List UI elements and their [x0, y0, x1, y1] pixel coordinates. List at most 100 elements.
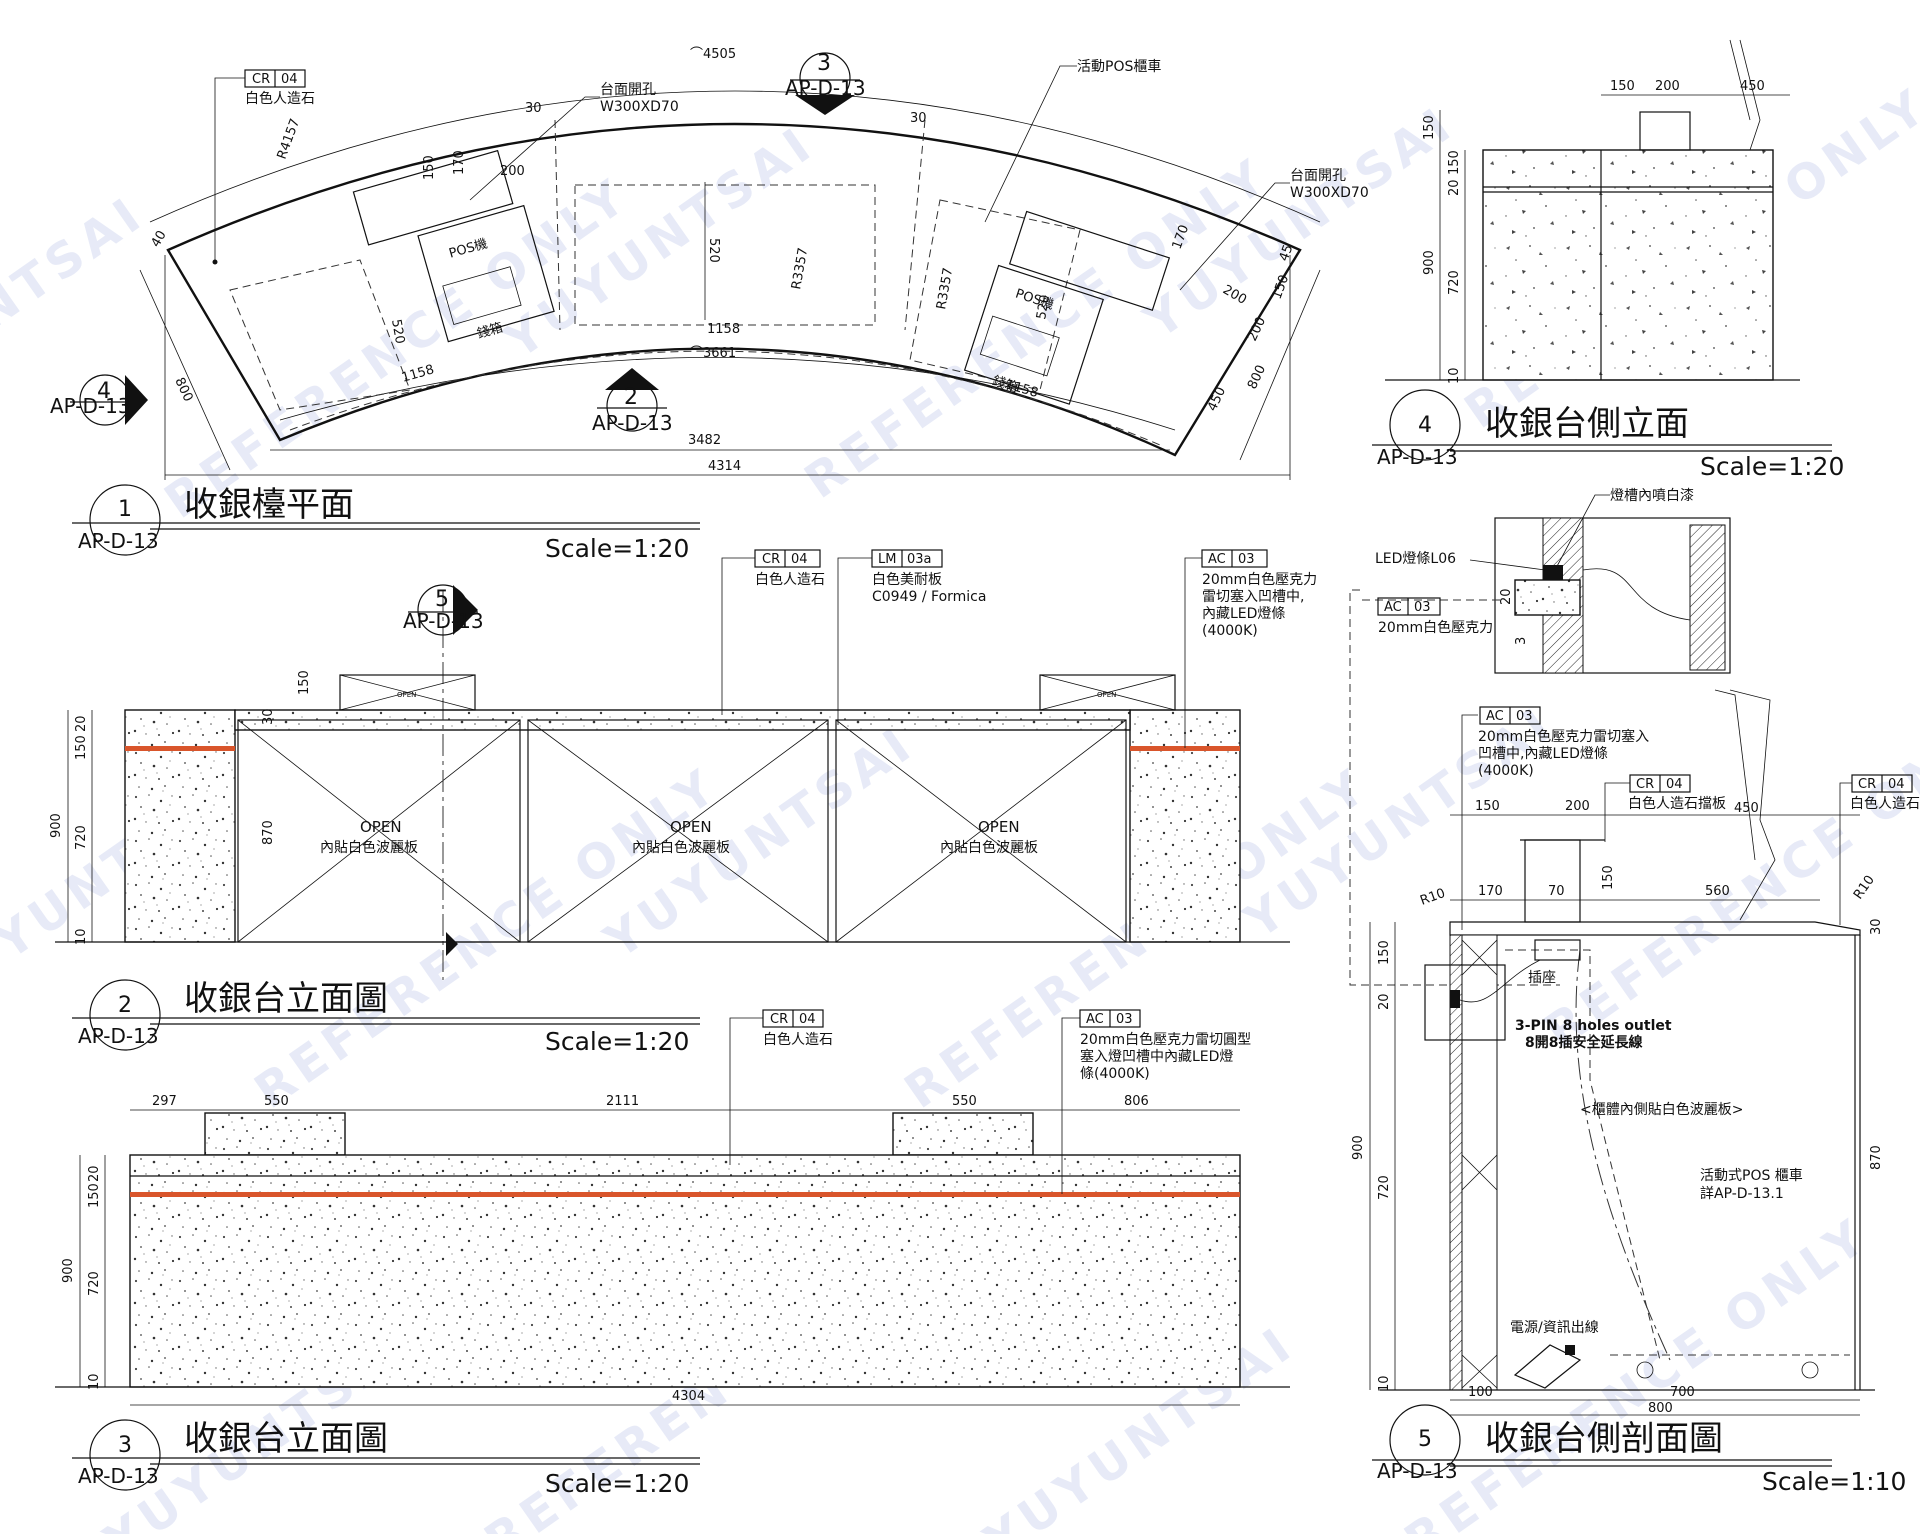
- note-hole: 台面開孔: [600, 82, 656, 98]
- tag-desc: 白色人造石擋板: [1628, 795, 1726, 812]
- view-number: 4: [1418, 413, 1432, 438]
- panel-desc: 內貼白色波麗板: [940, 839, 1038, 856]
- view-ref: AP-D-13: [78, 1464, 159, 1488]
- note-hole: W300XD70: [1290, 185, 1369, 201]
- leader-line: [1469, 559, 1546, 571]
- dim-870: 870: [1869, 1145, 1884, 1170]
- view-3-elevation: 297 550 2111 550 806 4304 900 720 20 150…: [55, 1009, 1290, 1498]
- stone-pillar-left: [124, 709, 236, 943]
- dim-870: 870: [261, 820, 276, 845]
- dim-r3357: R3357: [934, 267, 956, 311]
- dim-30: 30: [1869, 918, 1884, 935]
- dim-170: 170: [452, 150, 467, 175]
- tag-desc: 條(4000K): [1080, 1066, 1150, 1082]
- dim-800: 800: [1648, 1401, 1673, 1416]
- led-strip-detail: [1543, 565, 1563, 580]
- view-title: 收銀台立面圖: [184, 979, 388, 1019]
- pos-box: [1639, 111, 1691, 151]
- callout-ref: AP-D-13: [785, 76, 866, 100]
- dim-1158: 1158: [1004, 377, 1040, 401]
- tag-num: 03: [1238, 552, 1255, 567]
- dim-4304: 4304: [672, 1389, 705, 1404]
- dim-900: 900: [49, 813, 64, 838]
- dim-450: 450: [1205, 385, 1229, 414]
- dim-20: 20: [1377, 993, 1392, 1010]
- leader-line: [721, 557, 755, 715]
- view-number: 1: [118, 497, 132, 522]
- note-cart: 詳AP-D-13.1: [1700, 1186, 1784, 1202]
- dim-top: 550: [264, 1094, 289, 1109]
- dim-45: 45: [1277, 243, 1297, 264]
- open-label: OPEN: [360, 818, 402, 836]
- dim-200: 200: [500, 164, 525, 179]
- pos-box: [1039, 674, 1176, 711]
- plan-cart-outline: [574, 184, 876, 326]
- dim-150: 150: [1270, 273, 1293, 301]
- dim-150: 150: [1422, 115, 1437, 140]
- dim-720: 720: [1377, 1175, 1392, 1200]
- dim-arc-3661: ⌒3661: [690, 346, 736, 361]
- led-strip: [130, 1192, 1240, 1197]
- note-inner-lining: <櫃體內側貼白色波麗板>: [1580, 1101, 1743, 1118]
- section-top: [1449, 921, 1861, 936]
- dim-520: 520: [1034, 294, 1053, 321]
- callout-4[interactable]: 4 AP-D-13: [50, 374, 148, 426]
- dim-top: 450: [1740, 79, 1765, 94]
- callout-ref: AP-D-13: [403, 609, 484, 633]
- tag-desc: 20mm白色壓克力: [1378, 619, 1493, 636]
- dim-3: 3: [1514, 637, 1529, 645]
- dim-20: 20: [74, 715, 89, 732]
- pos-monitor: [1729, 689, 1776, 921]
- dim-top: 450: [1734, 801, 1759, 816]
- leader-line: [729, 1017, 763, 1165]
- view-4-side-elevation: 150 200 450 150 150 20 900 720 10 4 AP-D…: [1372, 39, 1844, 481]
- tag-code: CR: [1636, 777, 1654, 792]
- callout-5[interactable]: 5 AP-D-13: [403, 584, 484, 956]
- dim-150: 150: [74, 735, 89, 760]
- dim-520: 520: [388, 318, 407, 345]
- dim-720: 720: [1447, 270, 1462, 295]
- dim-20: 20: [87, 1165, 102, 1182]
- dim-150: 150: [1601, 865, 1616, 890]
- plan-inner-dashed-edge: [289, 350, 1161, 446]
- dim-top: 200: [1655, 79, 1680, 94]
- small-open: OPEN: [397, 691, 416, 699]
- tag-code: AC: [1086, 1012, 1104, 1027]
- open-label: OPEN: [978, 818, 1020, 836]
- callout-3[interactable]: 3 AP-D-13: [785, 51, 866, 115]
- small-open: OPEN: [1097, 691, 1116, 699]
- dim-line: [139, 269, 231, 471]
- dim-100: 100: [1468, 1385, 1493, 1400]
- leader-line: [1604, 782, 1630, 842]
- cart-swing: [1505, 949, 1661, 1361]
- view-number: 3: [118, 1433, 132, 1458]
- cash-label: 錢箱: [475, 319, 504, 342]
- leader-line: [1839, 782, 1852, 925]
- dim-560: 560: [1705, 884, 1730, 899]
- panel-desc: 內貼白色波麗板: [320, 839, 418, 856]
- view-scale: Scale=1:20: [545, 1027, 689, 1056]
- dim-150: 150: [422, 155, 437, 180]
- dim-800-right: 800: [1245, 363, 1269, 392]
- callout-2[interactable]: 2 AP-D-13: [592, 368, 673, 435]
- tag-desc: 白色人造石: [1850, 795, 1920, 812]
- view-ref: AP-D-13: [1377, 1459, 1458, 1483]
- note-led: LED燈條L06: [1375, 551, 1456, 567]
- tag-code: CR: [252, 72, 270, 87]
- view-number: 5: [1418, 1427, 1432, 1452]
- dim-900: 900: [1351, 1135, 1366, 1160]
- dim-70: 70: [1548, 884, 1565, 899]
- dim-10: 10: [1447, 367, 1462, 384]
- view-2-elevation: OPEN 內貼白色波麗板 OPEN 內貼白色波麗板 OPEN 內貼白色波麗板 O…: [49, 549, 1317, 1056]
- tag-desc: 塞入燈凹槽中內藏LED燈: [1080, 1048, 1233, 1065]
- dim-top: 150: [1610, 79, 1635, 94]
- leader-line: [1179, 182, 1290, 291]
- dim-170: 170: [1478, 884, 1503, 899]
- tag-desc: C0949 / Formica: [872, 589, 986, 605]
- note-outlet: 8開8插安全延長線: [1525, 1034, 1642, 1051]
- tag-num: 04: [1888, 777, 1905, 792]
- tag-desc: 雷切塞入凹槽中,: [1202, 588, 1304, 605]
- detail-led-groove: 燈槽內噴白漆 LED燈條L06 AC 03 20mm白色壓克力 20 3: [1349, 488, 1731, 986]
- dim-520: 520: [706, 238, 721, 263]
- dim-720: 720: [87, 1271, 102, 1296]
